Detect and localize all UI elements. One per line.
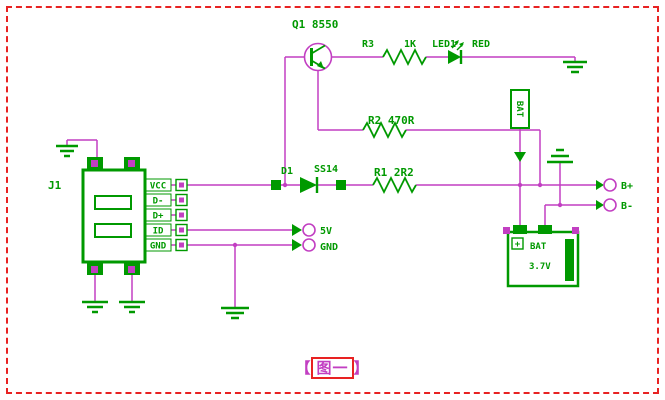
down-arrow-icon <box>514 152 526 162</box>
q1-label: Q1 8550 <box>292 18 338 31</box>
battery-polarity: + <box>515 240 521 250</box>
battery-voltage: 3.7V <box>529 262 551 272</box>
ground-mid-right <box>547 148 573 164</box>
battery-pack: + BAT 3.7V <box>503 225 580 288</box>
terminal-bplus: B+ <box>596 178 633 192</box>
pin-label-id: ID <box>153 227 164 237</box>
testpoint-5v: 5V <box>292 223 332 237</box>
wires <box>67 56 598 308</box>
battery-label: BAT <box>530 242 547 252</box>
ground-shield-right <box>119 300 145 314</box>
resistor-r2: R2 470R <box>362 114 415 140</box>
testpoint-gnd-label: GND <box>320 242 338 253</box>
j1-label: J1 <box>48 179 62 192</box>
caption-bracket-open: 【 <box>295 359 312 377</box>
ground-top-left <box>56 140 78 158</box>
led1-label: LED1 <box>432 39 456 50</box>
terminal-bminus-label: B- <box>621 201 633 212</box>
r2-label: R2 470R <box>368 114 415 127</box>
figure-caption: 【图一】 <box>0 357 665 379</box>
led-led1: LED1 RED <box>432 39 490 64</box>
transistor-q1: Q1 8550 <box>292 18 338 72</box>
pin-label-vcc: VCC <box>150 182 166 192</box>
terminal-bplus-label: B+ <box>621 181 633 192</box>
d1-part: SS14 <box>314 164 338 175</box>
pin-label-dminus: D- <box>153 197 164 207</box>
ground-shield-left <box>82 300 108 314</box>
d1-label: D1 <box>281 166 293 177</box>
diode-d1: D1 SS14 <box>271 164 346 193</box>
resistor-r3: R3 1K <box>362 39 427 67</box>
ground-top-right <box>563 60 587 74</box>
caption-bracket-close: 】 <box>353 359 370 377</box>
bat-connector: BAT <box>510 89 530 162</box>
r3-label: R3 <box>362 39 374 50</box>
r1-label: R1 2R2 <box>374 166 414 179</box>
pin-labels: VCC D- D+ ID GND <box>144 178 172 252</box>
resistor-r1: R1 2R2 <box>372 166 417 195</box>
pin-label-dplus: D+ <box>153 212 164 222</box>
testpoint-5v-label: 5V <box>320 226 332 237</box>
caption-title: 图一 <box>311 357 354 379</box>
terminal-bminus: B- <box>596 198 633 212</box>
testpoint-gnd: GND <box>292 238 338 253</box>
r3-value: 1K <box>404 39 416 50</box>
usb-connector-j1: J1 <box>48 157 147 275</box>
pin-label-gnd: GND <box>150 242 167 252</box>
bat-connector-label: BAT <box>514 101 524 118</box>
pin-header <box>175 178 188 252</box>
led1-color: RED <box>472 39 490 50</box>
ground-bottom-center <box>221 306 249 320</box>
battery-stripe <box>565 239 574 281</box>
